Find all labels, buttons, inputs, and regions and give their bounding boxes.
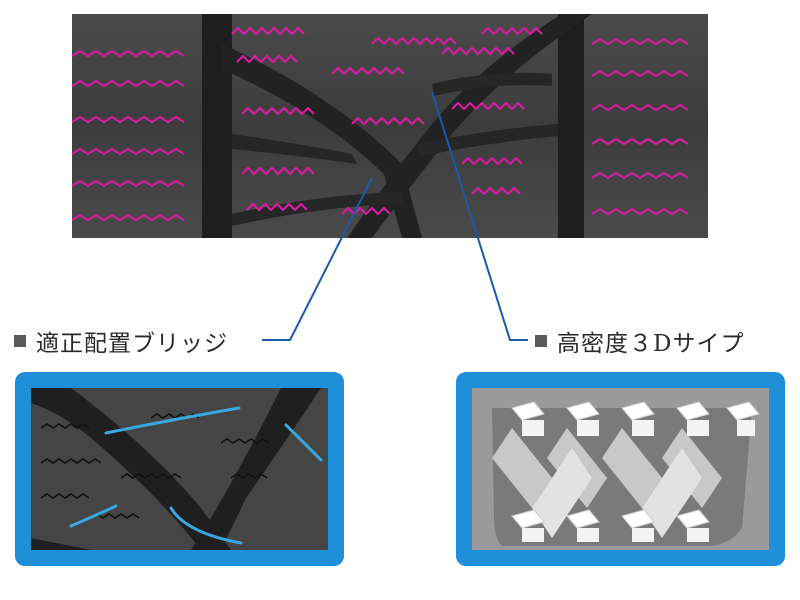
sipe-3d-image [472,388,769,550]
bridge-label-text: 適正配置ブリッジ [36,331,228,357]
bullet-square-icon [14,335,26,347]
bridge-detail-panel [15,372,344,566]
sipe-label-text: 高密度３Dサイプ [557,331,745,357]
sipe-detail-panel [456,372,785,566]
bridge-label: 適正配置ブリッジ [14,326,228,357]
bullet-square-icon [535,335,547,347]
tread-pattern-image [72,14,708,238]
bridge-closeup-image [31,388,328,550]
sipe-label: 高密度３Dサイプ [535,326,745,357]
